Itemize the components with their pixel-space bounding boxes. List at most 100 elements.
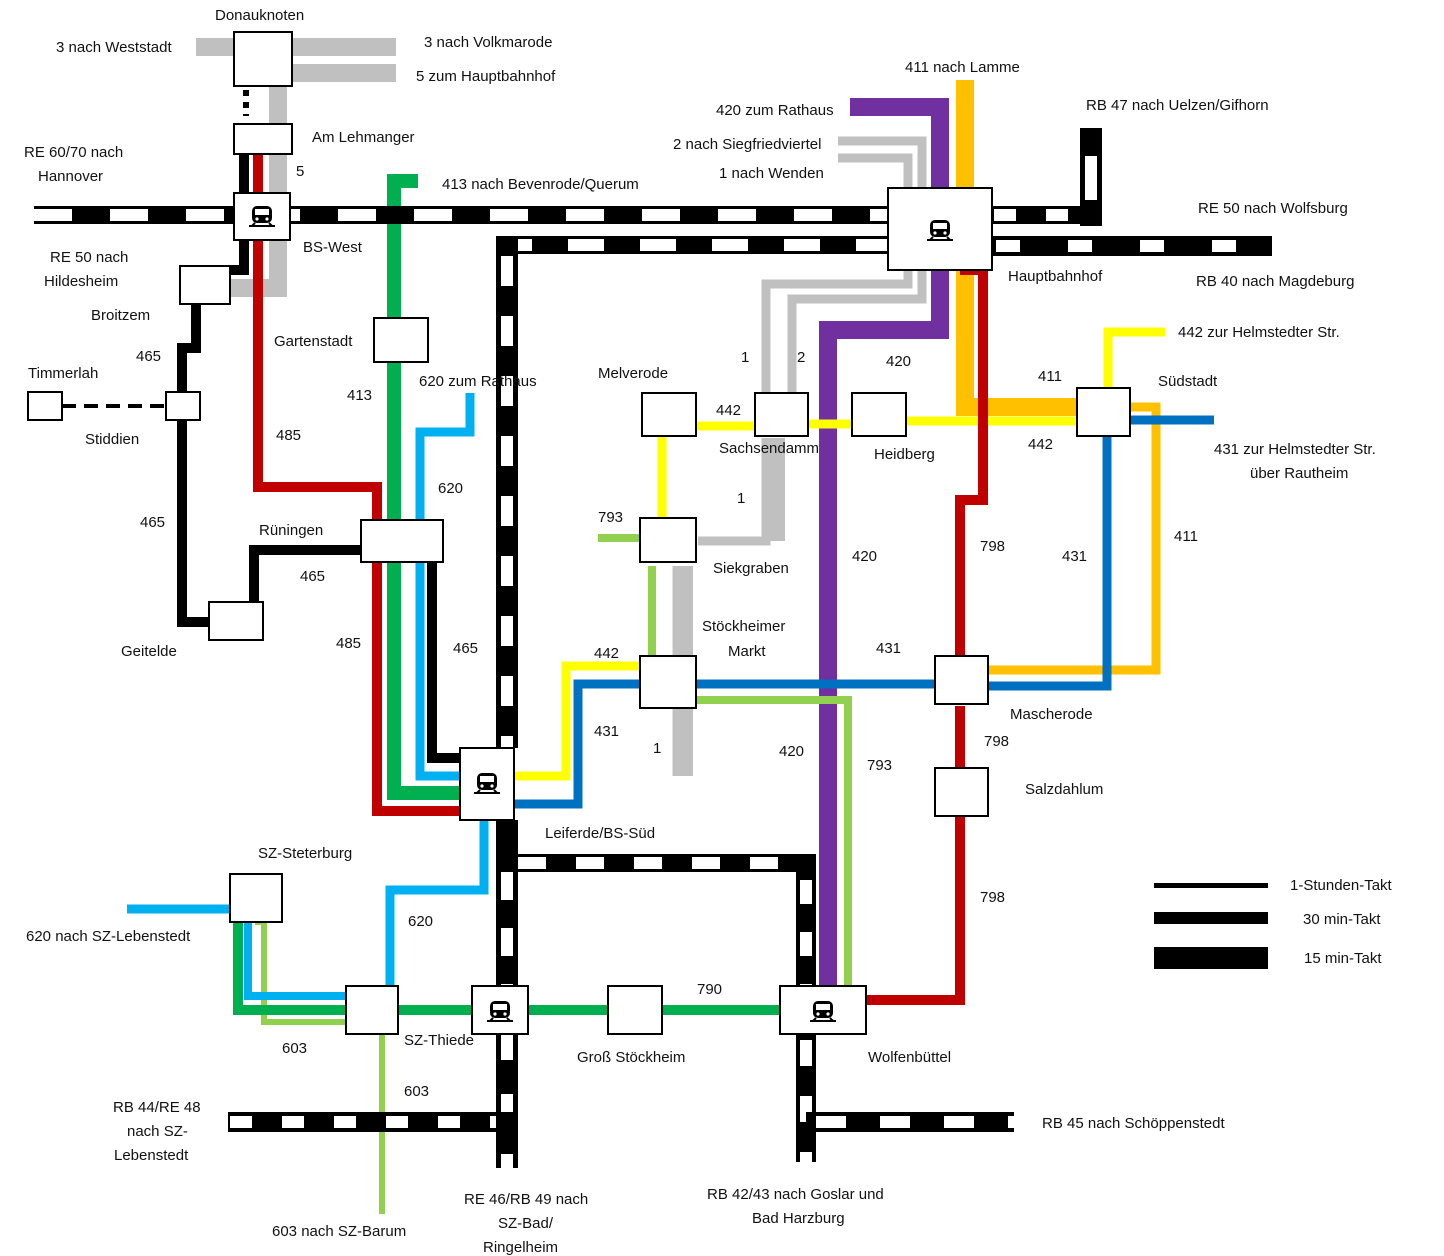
label-442a: 442	[716, 402, 741, 419]
rail-leiferde-wf	[496, 854, 816, 986]
label-re6070a: RE 60/70 nach	[24, 144, 123, 161]
label-793b: 793	[867, 757, 892, 774]
label-603b: 603	[404, 1083, 429, 1100]
label-790: 790	[697, 981, 722, 998]
label-lehmanger: Am Lehmanger	[312, 129, 415, 146]
station-mascherode	[934, 655, 989, 705]
label-stiddien: Stiddien	[85, 431, 139, 448]
label-431c: 431	[594, 723, 619, 740]
label-weststadt: 3 nach Weststadt	[56, 39, 172, 56]
label-bswest: BS-West	[303, 239, 363, 256]
label-sachsendamm: Sachsendamm	[719, 440, 819, 457]
label-re46c: Ringelheim	[483, 1239, 558, 1256]
line-465-rueningen	[249, 545, 360, 604]
label-re46b: SZ-Bad/	[498, 1215, 554, 1232]
line-620-south	[385, 820, 489, 986]
label-rb44b: nach SZ-	[127, 1123, 188, 1140]
label-melverode: Melverode	[598, 365, 668, 382]
label-lamme: 411 nach Lamme	[905, 59, 1020, 76]
station-gartenstadt	[373, 317, 429, 363]
label-volkmarode: 3 nach Volkmarode	[424, 34, 552, 51]
legend-swatch-60	[1154, 883, 1268, 888]
label-thiede: SZ-Thiede	[404, 1032, 474, 1049]
station-donauknoten	[233, 31, 293, 87]
label-gartenstadt: Gartenstadt	[274, 333, 353, 350]
line-442-leiferde	[514, 661, 640, 781]
rail-re60	[34, 206, 888, 224]
label-mascherode: Mascherode	[1010, 706, 1093, 723]
label-798c: 798	[980, 889, 1005, 906]
label-793a: 793	[598, 509, 623, 526]
label-1b: 1	[737, 490, 745, 507]
label-413: 413	[347, 387, 372, 404]
label-rueningen: Rüningen	[259, 522, 323, 539]
label-465c: 465	[300, 568, 325, 585]
label-leiferde: Leiferde/BS-Süd	[545, 825, 655, 842]
rail-leiferde-north	[496, 236, 518, 748]
label-rathaus420: 420 zum Rathaus	[716, 102, 834, 119]
line-620	[415, 393, 475, 781]
label-798a: 798	[980, 538, 1005, 555]
station-salzdahlum	[934, 767, 989, 817]
label-465d: 465	[453, 640, 478, 657]
label-442b: 442	[1028, 436, 1053, 453]
line-420	[819, 98, 949, 986]
label-grossstoeck: Groß Stöckheim	[577, 1049, 685, 1066]
label-broitzem: Broitzem	[91, 307, 150, 324]
line-465	[177, 304, 210, 627]
label-re50hb: Hildesheim	[44, 273, 118, 290]
label-465b: 465	[140, 514, 165, 531]
label-603a: 603	[282, 1040, 307, 1057]
legend-swatch-15	[1154, 947, 1268, 969]
label-620a: 620	[438, 480, 463, 497]
line-465-south	[427, 562, 460, 763]
label-salzdahlum: Salzdahlum	[1025, 781, 1103, 798]
station-stiddien	[165, 391, 201, 421]
legend: 1-Stunden-Takt 30 min-Takt 15 min-Takt	[1154, 877, 1393, 969]
station-geitelde	[208, 601, 264, 641]
label-wenden: 1 nach Wenden	[719, 165, 824, 182]
line-411-loop	[988, 402, 1161, 675]
label-rathaus620: 620 zum Rathaus	[419, 373, 537, 390]
legend-label-15: 15 min-Takt	[1304, 950, 1382, 967]
line-485	[253, 155, 460, 816]
label-798b: 798	[984, 733, 1009, 750]
label-lebenstedt620: 620 nach SZ-Lebenstedt	[26, 928, 191, 945]
label-barum: 603 nach SZ-Barum	[272, 1223, 406, 1240]
label-rb45: RB 45 nach Schöppenstedt	[1042, 1115, 1225, 1132]
line-793-wf	[696, 696, 852, 986]
label-465a: 465	[136, 348, 161, 365]
label-2: 2	[797, 349, 805, 366]
label-re50ha: RE 50 nach	[50, 249, 128, 266]
station-gross-stoeckheim	[607, 985, 663, 1035]
station-rueningen	[360, 519, 444, 563]
label-geitelde: Geitelde	[121, 643, 177, 660]
line-442	[1103, 327, 1165, 388]
label-rb44a: RB 44/RE 48	[113, 1099, 201, 1116]
station-sachsendamm	[754, 392, 809, 437]
label-siekgraben: Siekgraben	[713, 560, 789, 577]
label-485a: 485	[276, 427, 301, 444]
station-timmerlah	[27, 391, 63, 421]
station-am-lehmanger	[233, 123, 293, 155]
station-sz-thiede	[345, 985, 399, 1035]
label-stoeckmb: Markt	[728, 643, 766, 660]
label-431b: 431	[876, 640, 901, 657]
rail-wf-south	[796, 1034, 1014, 1162]
label-helm431b: über Rautheim	[1250, 465, 1348, 482]
label-num5: 5	[296, 163, 304, 180]
label-helm431a: 431 zur Helmstedter Str.	[1214, 441, 1376, 458]
label-helm442: 442 zur Helmstedter Str.	[1178, 324, 1340, 341]
label-rb40: RB 40 nach Magdeburg	[1196, 273, 1354, 290]
label-steterburg: SZ-Steterburg	[258, 845, 352, 862]
label-hbf5: 5 zum Hauptbahnhof	[416, 68, 556, 85]
label-timmerlah: Timmerlah	[28, 365, 98, 382]
label-rb47: RB 47 nach Uelzen/Gifhorn	[1086, 97, 1269, 114]
station-stoeckheimer-markt	[639, 655, 697, 709]
label-re6070b: Hannover	[38, 168, 103, 185]
label-1c: 1	[653, 740, 661, 757]
map-labels: Donauknoten 3 nach Weststadt 3 nach Volk…	[24, 7, 1376, 1256]
label-411a: 411	[1038, 368, 1062, 385]
label-wolfenbuettel: Wolfenbüttel	[868, 1049, 951, 1066]
label-rb42a: RB 42/43 nach Goslar und	[707, 1186, 884, 1203]
